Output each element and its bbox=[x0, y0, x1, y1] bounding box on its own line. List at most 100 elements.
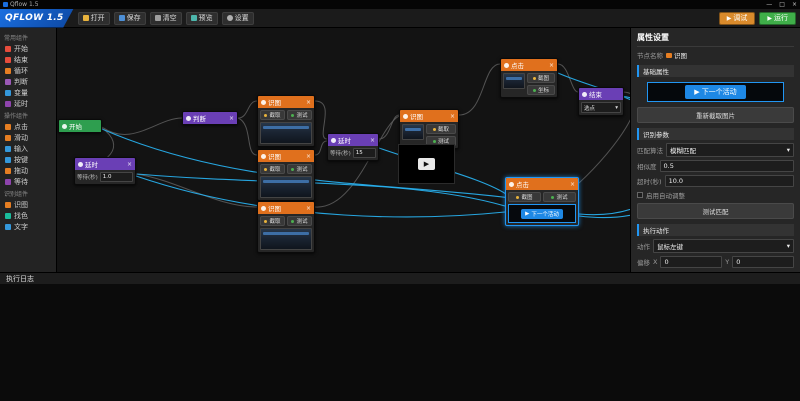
capture-button[interactable]: 截取 bbox=[260, 164, 285, 174]
palette-item-loop[interactable]: 循环 bbox=[0, 65, 56, 76]
test-button[interactable]: 测试 bbox=[287, 216, 312, 226]
node-header[interactable]: 判断 × bbox=[183, 112, 237, 124]
node-header[interactable]: 结束 bbox=[579, 88, 623, 100]
node-findimage-4[interactable]: 识图 × 截取 测试 bbox=[399, 109, 459, 149]
node-title: 点击 bbox=[511, 62, 524, 70]
folder-icon bbox=[82, 15, 89, 21]
palette-item-condition[interactable]: 判断 bbox=[0, 76, 56, 87]
close-icon[interactable]: × bbox=[305, 98, 311, 106]
close-icon[interactable]: × bbox=[305, 204, 311, 212]
debug-button[interactable]: ▶ 调试 bbox=[718, 11, 756, 25]
palette-item-start[interactable]: 开始 bbox=[0, 43, 56, 54]
log-output[interactable] bbox=[0, 284, 800, 401]
node-header[interactable]: 点击 × bbox=[501, 59, 557, 71]
node-delay-1[interactable]: 延时 × 等待(秒) 1.0 bbox=[74, 157, 136, 185]
palette-item-wait[interactable]: 等待 bbox=[0, 176, 56, 187]
node-delay-2[interactable]: 延时 × 等待(秒) 15 bbox=[327, 133, 379, 161]
close-icon[interactable]: × bbox=[228, 114, 234, 122]
close-icon[interactable]: × bbox=[126, 160, 132, 168]
auto-adjust-checkbox[interactable] bbox=[637, 192, 643, 198]
node-header[interactable]: 识图 × bbox=[258, 202, 314, 214]
node-header[interactable]: 延时 × bbox=[75, 158, 135, 170]
log-header[interactable]: 执行日志 bbox=[0, 272, 800, 284]
start-icon bbox=[5, 45, 11, 52]
coordinate-button[interactable]: 坐标 bbox=[527, 85, 555, 95]
point-select-dropdown[interactable]: 选点 ▾ bbox=[581, 102, 621, 113]
similarity-input[interactable]: 0.5 bbox=[659, 160, 794, 172]
palette-item-click[interactable]: 点击 bbox=[0, 121, 56, 132]
action-select[interactable]: 鼠标左键 ▾ bbox=[653, 239, 794, 253]
close-icon[interactable]: × bbox=[548, 61, 554, 69]
palette-item-label: 拖动 bbox=[14, 166, 28, 175]
palette-item-label: 找色 bbox=[14, 211, 28, 220]
open-button[interactable]: 打开 bbox=[77, 11, 110, 25]
test-button[interactable]: 测试 bbox=[287, 110, 312, 120]
capture-button[interactable]: 截取 bbox=[426, 124, 456, 134]
test-match-button[interactable]: 测试匹配 bbox=[637, 203, 794, 219]
find-image-icon bbox=[261, 99, 266, 105]
node-header[interactable]: 开始 bbox=[59, 120, 101, 132]
close-icon[interactable]: × bbox=[369, 136, 375, 144]
delay-icon bbox=[78, 161, 83, 167]
video-preview[interactable]: ▶ bbox=[398, 144, 455, 184]
recapture-button[interactable]: 重新截取图片 bbox=[637, 107, 794, 123]
node-header[interactable]: 识图 × bbox=[400, 110, 458, 122]
node-findimage-1[interactable]: 识图 × 截取 测试 bbox=[257, 95, 315, 147]
close-icon[interactable]: × bbox=[791, 1, 797, 8]
close-icon[interactable]: × bbox=[305, 152, 311, 160]
node-findimage-3[interactable]: 识图 × 截取 测试 bbox=[257, 201, 315, 253]
close-icon[interactable]: × bbox=[569, 180, 575, 188]
component-palette: 常用组件 开始 结束 循环 判断 变量 延时 操作组件 点击 滑动 输入 按键 … bbox=[0, 28, 57, 272]
capture-button[interactable]: 截取 bbox=[260, 216, 285, 226]
palette-item-drag[interactable]: 拖动 bbox=[0, 165, 56, 176]
palette-item-ocr[interactable]: 文字 bbox=[0, 221, 56, 232]
capture-button[interactable]: 截图 bbox=[508, 192, 541, 202]
palette-group-title: 操作组件 bbox=[4, 113, 29, 120]
delay-value-input[interactable]: 15 bbox=[352, 148, 376, 158]
node-click-selected[interactable]: 点击 × 截图 测试 ▶ 下一个活动 bbox=[505, 177, 579, 226]
capture-button[interactable]: 截取 bbox=[260, 110, 285, 120]
run-button[interactable]: ▶ 运行 bbox=[759, 11, 796, 25]
palette-item-label: 延时 bbox=[14, 99, 28, 108]
clear-button[interactable]: 清空 bbox=[149, 11, 182, 25]
test-button[interactable]: 测试 bbox=[543, 192, 576, 202]
test-button[interactable]: 测试 bbox=[287, 164, 312, 174]
offset-y-input[interactable]: 0 bbox=[732, 256, 794, 268]
node-findimage-2[interactable]: 识图 × 截取 测试 bbox=[257, 149, 315, 201]
template-image-preview[interactable]: ▶ 下一个活动 bbox=[647, 82, 784, 102]
maximize-icon[interactable]: □ bbox=[779, 1, 785, 8]
capture-button[interactable]: 截图 bbox=[527, 73, 555, 83]
node-end[interactable]: 结束 选点 ▾ bbox=[578, 87, 624, 116]
play-icon bbox=[291, 113, 295, 117]
palette-item-end[interactable]: 结束 bbox=[0, 54, 56, 65]
node-header[interactable]: 点击 × bbox=[506, 178, 578, 190]
palette-item-delay[interactable]: 延时 bbox=[0, 98, 56, 109]
close-icon[interactable]: × bbox=[449, 112, 455, 120]
palette-item-variable[interactable]: 变量 bbox=[0, 87, 56, 98]
save-button[interactable]: 保存 bbox=[113, 11, 146, 25]
offset-x-input[interactable]: 0 bbox=[660, 256, 723, 268]
preview-button[interactable]: 预览 bbox=[185, 11, 218, 25]
algorithm-select[interactable]: 模糊匹配 ▾ bbox=[666, 143, 794, 157]
play-icon bbox=[291, 167, 295, 171]
node-header[interactable]: 识图 × bbox=[258, 96, 314, 108]
video-play-icon[interactable]: ▶ bbox=[418, 158, 435, 170]
palette-item-findcolor[interactable]: 找色 bbox=[0, 210, 56, 221]
node-header[interactable]: 识图 × bbox=[258, 150, 314, 162]
node-click-1[interactable]: 点击 × 截图 坐标 bbox=[500, 58, 558, 98]
minimize-icon[interactable]: — bbox=[766, 1, 773, 8]
settings-button[interactable]: 设置 bbox=[221, 11, 254, 25]
node-condition[interactable]: 判断 × bbox=[182, 111, 238, 125]
find-image-icon bbox=[261, 153, 266, 159]
palette-item-input[interactable]: 输入 bbox=[0, 143, 56, 154]
delay-value-input[interactable]: 1.0 bbox=[99, 172, 133, 182]
node-name-label: 节点名称 bbox=[637, 52, 663, 60]
node-header[interactable]: 延时 × bbox=[328, 134, 378, 146]
palette-item-swipe[interactable]: 滑动 bbox=[0, 132, 56, 143]
node-start[interactable]: 开始 bbox=[58, 119, 102, 133]
flow-canvas[interactable]: 开始 判断 × 延时 × 等待(秒 bbox=[57, 28, 630, 272]
palette-item-findimage[interactable]: 识图 bbox=[0, 199, 56, 210]
timeout-input[interactable]: 10.0 bbox=[664, 175, 794, 187]
offset-label: 偏移 bbox=[637, 259, 650, 267]
palette-item-key[interactable]: 按键 bbox=[0, 154, 56, 165]
